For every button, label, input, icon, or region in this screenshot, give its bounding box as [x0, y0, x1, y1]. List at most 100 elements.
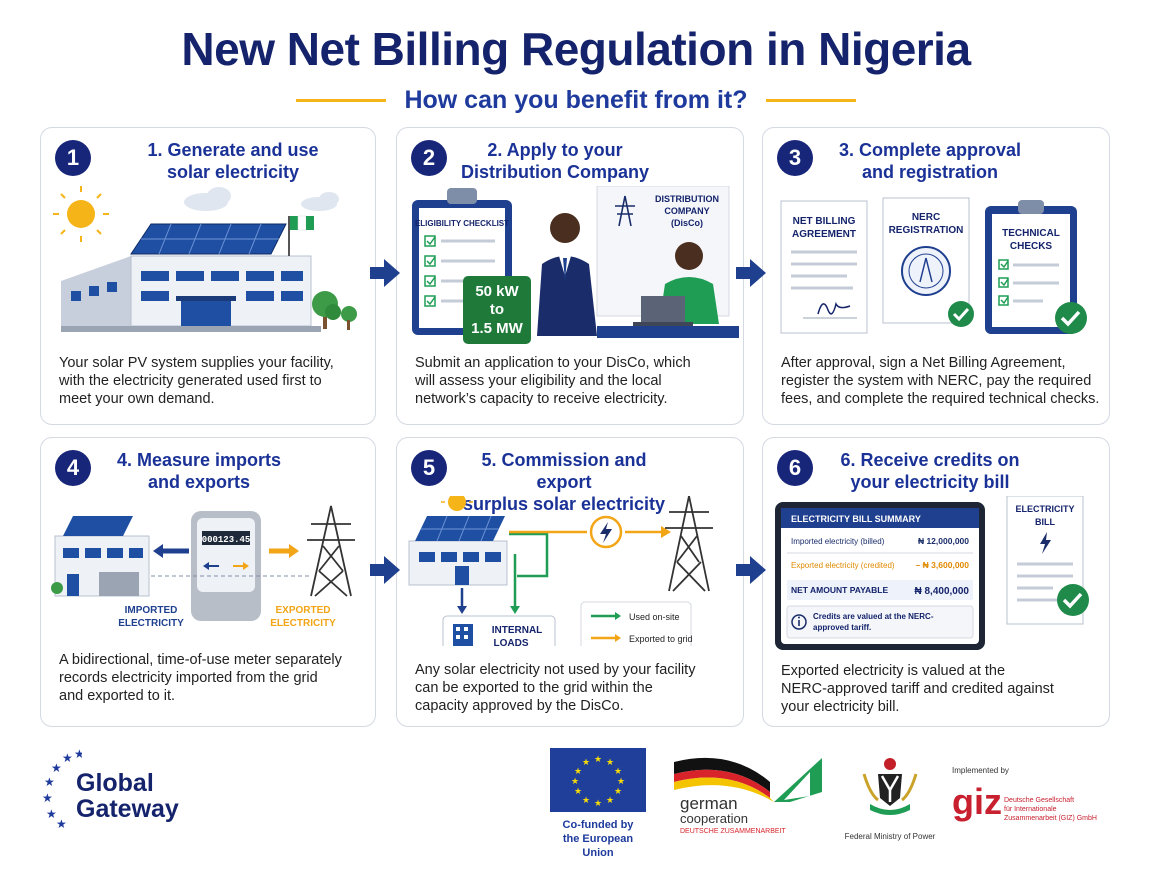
- factory-building-icon: [61, 255, 321, 332]
- svg-text:COMPANY: COMPANY: [664, 206, 709, 216]
- check-badge-icon: [948, 301, 974, 327]
- laptop-icon: [633, 296, 693, 326]
- flow-arrow-icon: [370, 259, 400, 287]
- lightning-icon: [589, 515, 623, 549]
- svg-text:BILL: BILL: [1035, 517, 1055, 527]
- svg-text:NERC: NERC: [912, 212, 940, 223]
- imported-label: IMPORTED: [125, 605, 178, 616]
- step-number-badge: 2: [411, 140, 447, 176]
- transmission-tower-icon: [615, 195, 635, 227]
- step-description: A bidirectional, time-of-use meter separ…: [59, 652, 342, 704]
- facility-building-icon: [51, 516, 150, 597]
- application-illustration: ELIGIBILITY CHECKLIST 50 kW to 1.5 MW: [412, 186, 739, 344]
- svg-text:NET BILLING: NET BILLING: [793, 216, 856, 227]
- step-description: Any solar electricity not used by your f…: [415, 662, 696, 714]
- bill-header: ELECTRICITY BILL SUMMARY: [791, 514, 921, 524]
- bidirectional-meter-icon: 000123.45: [191, 511, 261, 621]
- svg-text:ELECTRICITY: ELECTRICITY: [118, 618, 184, 629]
- svg-text:★: ★: [606, 758, 614, 768]
- flow-arrow-icon: [370, 556, 400, 584]
- electricity-bill-doc: ELECTRICITY BILL: [1006, 496, 1089, 625]
- page-subtitle-row: How can you benefit from it?: [0, 86, 1152, 115]
- svg-text:TECHNICAL: TECHNICAL: [1002, 228, 1060, 239]
- capacity-badge: 50 kW to 1.5 MW: [463, 276, 531, 344]
- power-flow-lines: [457, 526, 671, 614]
- svg-text:ELECTRICITY: ELECTRICITY: [1015, 504, 1074, 514]
- svg-text:★: ★: [617, 777, 625, 787]
- bill-summary-tablet: ELECTRICITY BILL SUMMARY Imported electr…: [775, 502, 985, 650]
- step-number-badge: 1: [55, 140, 91, 176]
- step-number-badge: 4: [55, 450, 91, 486]
- checklist-title: ELIGIBILITY CHECKLIST: [415, 219, 509, 228]
- meter-reading: 000123.45: [202, 535, 251, 545]
- transmission-tower-icon: [665, 496, 713, 592]
- lightning-icon: [1040, 532, 1051, 554]
- svg-text:★: ★: [594, 799, 602, 809]
- meter-illustration: 000123.45 IMPORTED ELECTRICITY EXPORTED …: [51, 505, 355, 629]
- step-description: Your solar PV system supplies your facil…: [59, 355, 334, 407]
- check-badge-icon: [1055, 302, 1087, 334]
- svg-text:★: ★: [46, 807, 57, 821]
- building-icon: [453, 624, 473, 646]
- desk: [597, 326, 739, 338]
- svg-text:(DisCo): (DisCo): [671, 218, 703, 228]
- bill-row1-value: ₦ 12,000,000: [918, 536, 969, 546]
- svg-text:★: ★: [56, 817, 67, 831]
- german-cooperation-logo: german cooperation DEUTSCHE ZUSAMMENARBE…: [670, 752, 826, 836]
- german-flag-ribbon-icon: [674, 757, 822, 802]
- subtitle-rule-left: [296, 99, 386, 102]
- legend: Used on-site Exported to grid: [580, 601, 693, 646]
- facility-building-icon: [408, 515, 508, 586]
- solar-facility-illustration: [53, 186, 357, 332]
- svg-text:DISTRIBUTION: DISTRIBUTION: [655, 194, 719, 204]
- step-number-badge: 5: [411, 450, 447, 486]
- svg-text:★: ★: [44, 775, 55, 789]
- export-illustration: INTERNAL LOADS Used on-site Exported to …: [408, 496, 713, 646]
- exported-label: EXPORTED: [275, 605, 330, 616]
- svg-text:★: ★: [606, 796, 614, 806]
- svg-text:★: ★: [614, 767, 622, 777]
- giz-logo: Implemented by giz Deutsche Gesellschaft…: [952, 766, 1097, 822]
- disco-office: DISTRIBUTION COMPANY (DisCo): [596, 186, 730, 317]
- svg-text:Credits are valued at the NERC: Credits are valued at the NERC-: [813, 612, 934, 621]
- approval-illustration: NET BILLING AGREEMENT NERC REGISTRATION …: [780, 197, 1087, 334]
- import-arrow-icon: [153, 544, 189, 558]
- svg-text:ELECTRICITY: ELECTRICITY: [270, 618, 336, 629]
- svg-text:CHECKS: CHECKS: [1010, 241, 1053, 252]
- sun-icon: [53, 186, 109, 242]
- federal-ministry-logo: Federal Ministry of Power: [842, 754, 938, 844]
- step-description: After approval, sign a Net Billing Agree…: [781, 355, 1100, 407]
- bill-row2-label: Exported electricity (credited): [791, 561, 895, 570]
- svg-text:★: ★: [574, 787, 582, 797]
- eu-flag-icon: ★★★★★★ ★★★★★★: [550, 748, 646, 812]
- technical-checks-clipboard: TECHNICAL CHECKS: [985, 200, 1087, 334]
- tree-icon: [312, 291, 357, 330]
- page-title: New Net Billing Regulation in Nigeria: [181, 23, 971, 75]
- info-icon: [791, 614, 807, 630]
- svg-text:to: to: [490, 301, 504, 318]
- bill-row2-value: – ₦ 3,600,000: [916, 560, 970, 570]
- subtitle-rule-right: [765, 99, 856, 102]
- svg-text:approved tariff.: approved tariff.: [813, 623, 871, 632]
- step-description: Submit an application to your DisCo, whi…: [415, 355, 691, 407]
- svg-text:REGISTRATION: REGISTRATION: [889, 225, 964, 236]
- svg-text:AGREEMENT: AGREEMENT: [792, 229, 856, 240]
- nigeria-coat-of-arms-icon: [862, 758, 918, 815]
- svg-text:★: ★: [574, 767, 582, 777]
- svg-text:INTERNAL: INTERNAL: [492, 625, 543, 636]
- svg-text:★: ★: [42, 791, 53, 805]
- bill-row1-label: Imported electricity (billed): [791, 537, 885, 546]
